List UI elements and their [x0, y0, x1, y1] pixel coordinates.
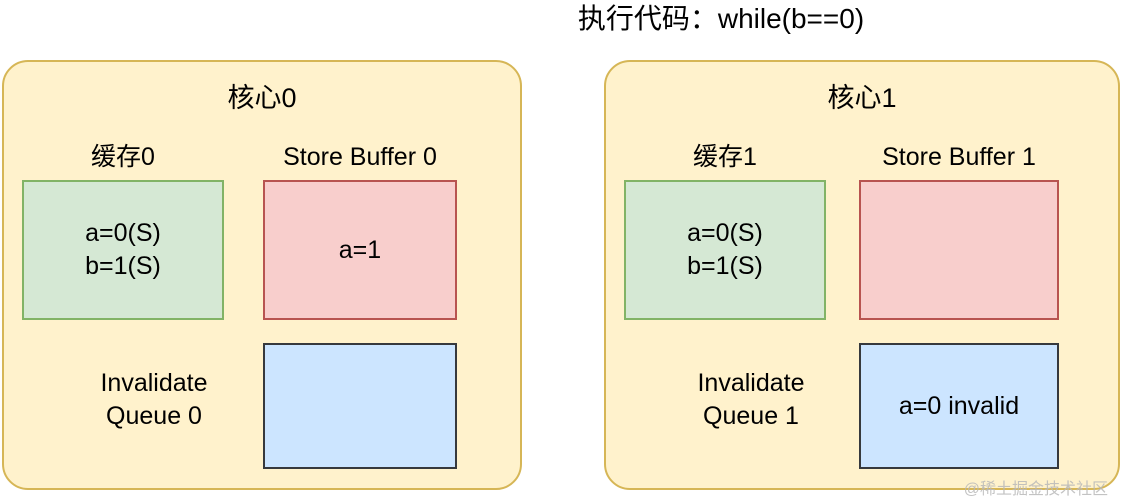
invalidate-queue-1-caption-line-1: Invalidate	[697, 369, 805, 397]
store-buffer-0-line-1: a=1	[338, 235, 382, 264]
diagram-title: 执行代码：while(b==0)	[0, 2, 1122, 36]
invalidate-queue-0-caption-line-1: Invalidate	[100, 369, 208, 397]
store-buffer-0-box: a=1	[263, 180, 457, 320]
cache-0-box: a=0(S) b=1(S)	[22, 180, 224, 320]
watermark: @稀土掘金技术社区	[963, 481, 1108, 498]
store-buffer-0-label: Store Buffer 0	[283, 143, 437, 171]
cache-0-label: 缓存0	[91, 143, 155, 171]
cache-1-line-2: b=1(S)	[687, 252, 763, 280]
invalidate-queue-1-line-1: a=0 invalid	[898, 391, 1020, 420]
diagram-title-text: 执行代码：while(b==0)	[577, 3, 865, 34]
cache-0-line-2: b=1(S)	[85, 252, 161, 280]
store-buffer-1-box	[859, 180, 1059, 320]
cache-1-line-1: a=0(S)	[687, 219, 763, 247]
cache-1-label: 缓存1	[693, 143, 757, 171]
core-panel-0-title: 核心0	[227, 83, 297, 113]
core-panel-0: 核心0 缓存0 a=0(S) b=1(S) Store Buffer 0 a=1…	[2, 60, 522, 490]
invalidate-queue-1-caption-line-2: Queue 1	[703, 402, 799, 430]
cache-1-box: a=0(S) b=1(S)	[624, 180, 826, 320]
core-panel-1-title: 核心1	[827, 83, 897, 113]
invalidate-queue-0-caption: Invalidate Queue 0	[74, 367, 234, 433]
invalidate-queue-1-caption: Invalidate Queue 1	[666, 367, 836, 433]
store-buffer-1-label: Store Buffer 1	[882, 143, 1036, 171]
cache-0-line-1: a=0(S)	[85, 219, 161, 247]
invalidate-queue-0-box	[263, 343, 457, 469]
core-panel-1: 核心1 缓存1 a=0(S) b=1(S) Store Buffer 1 Inv…	[604, 60, 1120, 490]
invalidate-queue-0-caption-line-2: Queue 0	[106, 402, 202, 430]
invalidate-queue-1-box: a=0 invalid	[859, 343, 1059, 469]
